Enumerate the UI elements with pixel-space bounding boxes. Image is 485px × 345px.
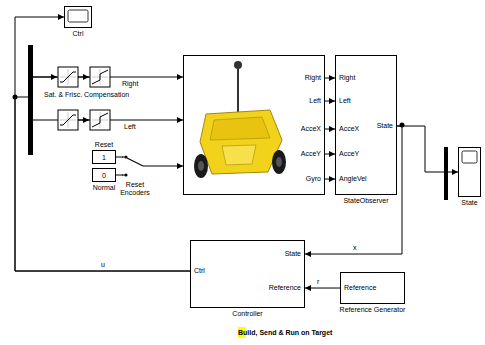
signal-line xyxy=(15,77,190,271)
port-label: State xyxy=(285,250,301,258)
signal-name: r xyxy=(316,278,320,286)
port-label: Reference xyxy=(344,284,376,292)
switch-symbol xyxy=(122,150,148,180)
mux-bar xyxy=(444,147,448,200)
group-caption: Sat. & Frisc. Compensation xyxy=(44,91,129,99)
signal-name: u xyxy=(100,261,106,269)
constant-value: 1 xyxy=(93,154,115,162)
subsystem-block: RightLeftAcceXAcceYAngleVelStateStateObs… xyxy=(335,55,397,195)
robot-plant-block: RightLeftAcceX AcceY Gyro xyxy=(183,55,325,195)
friction-compensation-block xyxy=(90,67,110,87)
port-label: AcceX xyxy=(301,125,321,133)
constant-block: Reset1 xyxy=(92,150,116,164)
port-label: Reference xyxy=(269,284,301,292)
scope-block: Ctrl xyxy=(64,6,92,28)
port-label: AcceY xyxy=(339,150,359,158)
block-name: StateObserver xyxy=(343,197,388,205)
port-label: Ctrl xyxy=(194,267,205,275)
subsystem-block: StateCtrlReferenceController xyxy=(190,240,305,308)
block-name: Reset Encoders xyxy=(115,181,155,197)
port-label: Left xyxy=(309,97,321,105)
constant-block: 0Normal xyxy=(92,168,116,182)
button-label: Build, Send & Run on Target xyxy=(238,329,246,337)
scope-block: State xyxy=(458,147,481,197)
port-label: Right xyxy=(339,74,355,82)
saturation-block xyxy=(58,110,78,130)
block-name: Ctrl xyxy=(73,30,84,38)
signal-line xyxy=(325,101,335,102)
signal-line xyxy=(116,175,123,176)
build-button: Build, Send & Run on Target xyxy=(238,327,246,338)
scope-screen xyxy=(459,148,480,196)
port-label: AngleVel xyxy=(339,175,367,183)
port-label: AcceX xyxy=(339,125,359,133)
branch-dot xyxy=(400,123,405,128)
signal-line xyxy=(325,78,335,79)
signal-wire xyxy=(78,120,89,121)
saturation-block xyxy=(58,67,78,87)
signal-line xyxy=(116,157,123,158)
robot-illustration xyxy=(184,56,324,194)
port-label: Left xyxy=(339,97,351,105)
subsystem-block: ReferenceReference Generator xyxy=(340,272,405,304)
port-label: AcceY xyxy=(301,150,321,158)
signal-line xyxy=(305,288,340,289)
port-label: Gyro xyxy=(306,175,321,183)
demux-bar xyxy=(28,45,33,155)
block-name: Reset xyxy=(95,141,113,149)
signal-line xyxy=(397,126,458,172)
signal-line xyxy=(325,154,335,155)
signal-wire xyxy=(78,77,89,78)
signal-wire xyxy=(33,77,57,78)
friction-compensation-block xyxy=(90,110,110,130)
signal-line xyxy=(148,166,183,167)
signal-line xyxy=(325,179,335,180)
port-label: State xyxy=(377,122,393,130)
signal-line xyxy=(15,17,190,271)
scope-screen xyxy=(65,7,91,27)
signal-name: Right xyxy=(122,80,138,88)
port-label: Right xyxy=(305,74,321,82)
block-name: State xyxy=(461,199,477,207)
block-name: Reference Generator xyxy=(340,306,406,314)
branch-dot xyxy=(13,95,18,100)
constant-value: 0 xyxy=(93,172,115,180)
signal-name: x xyxy=(352,244,358,252)
signal-name: Left xyxy=(124,123,136,131)
block-name: Normal xyxy=(93,184,116,192)
block-name: Controller xyxy=(232,310,262,318)
manual-switch: Reset Encoders xyxy=(122,150,148,180)
signal-line xyxy=(325,129,335,130)
